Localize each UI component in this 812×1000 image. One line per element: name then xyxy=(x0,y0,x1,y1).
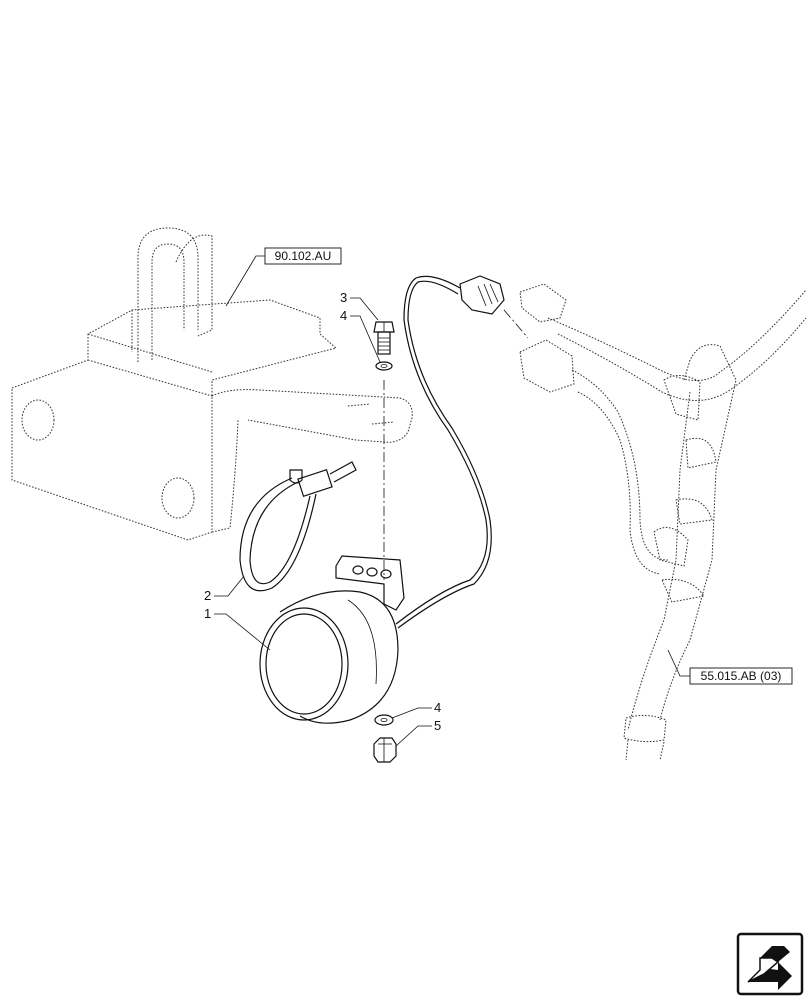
svg-text:1: 1 xyxy=(204,606,211,621)
reference-label: 90.102.AU xyxy=(275,249,332,263)
callout-3: 3 xyxy=(340,290,379,321)
reference-label: 55.015.AB (03) xyxy=(701,669,782,683)
reference-90-102-au[interactable]: 90.102.AU xyxy=(264,247,342,265)
hitch-bracket-phantom xyxy=(11,227,413,541)
bolt-part xyxy=(373,321,395,355)
nut-part xyxy=(373,737,397,763)
reference-55-015-ab-03[interactable]: 55.015.AB (03) xyxy=(689,667,793,685)
callout-4-lower: 4 xyxy=(391,700,441,719)
svg-text:5: 5 xyxy=(434,718,441,733)
svg-text:4: 4 xyxy=(340,308,347,323)
svg-text:2: 2 xyxy=(204,588,211,603)
callout-1: 1 xyxy=(204,606,271,651)
next-page-arrow-icon[interactable] xyxy=(736,932,804,996)
main-harness-phantom xyxy=(519,283,807,761)
washer-lower-part xyxy=(374,714,394,726)
callout-5: 5 xyxy=(395,718,441,747)
washer-upper-part xyxy=(375,361,393,371)
lamp-harness-cable xyxy=(395,275,529,629)
svg-text:3: 3 xyxy=(340,290,347,305)
svg-text:4: 4 xyxy=(434,700,441,715)
beacon-lamp-part xyxy=(259,555,405,724)
cable-tie-part xyxy=(239,461,357,592)
callout-2: 2 xyxy=(204,575,245,603)
callout-4-upper: 4 xyxy=(340,308,381,363)
